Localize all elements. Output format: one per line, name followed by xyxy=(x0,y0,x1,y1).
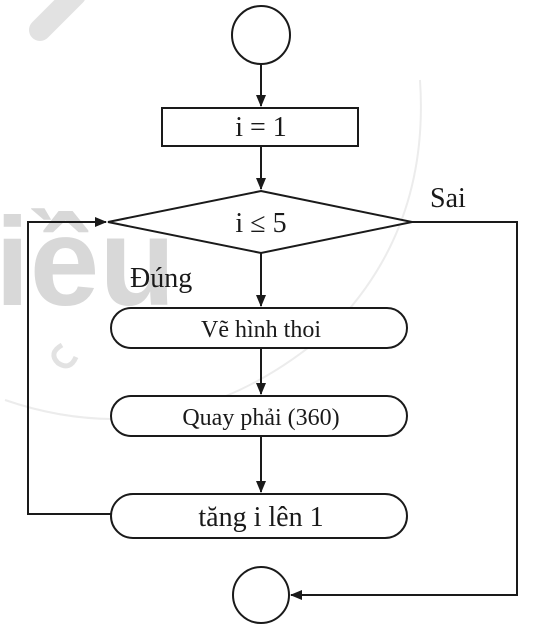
true-branch-label: Đúng xyxy=(130,263,192,294)
false-branch-arrow xyxy=(290,221,518,600)
condition-label: i ≤ 5 xyxy=(235,208,286,239)
init-label: i = 1 xyxy=(235,112,287,143)
end-terminal xyxy=(232,566,290,624)
start-terminal xyxy=(231,5,291,65)
increment-label: tăng i lên 1 xyxy=(198,502,323,533)
draw-rhombus-label: Vẽ hình thoi xyxy=(201,317,321,343)
turn-right-box xyxy=(110,395,408,437)
turn-right-label: Quay phải (360) xyxy=(182,405,339,431)
increment-box xyxy=(110,493,408,539)
draw-rhombus-box xyxy=(110,307,408,349)
false-branch-label: Sai xyxy=(430,183,466,214)
loop-back-arrow xyxy=(27,217,111,515)
watermark-curl xyxy=(51,342,79,369)
watermark-swoosh xyxy=(29,0,85,41)
